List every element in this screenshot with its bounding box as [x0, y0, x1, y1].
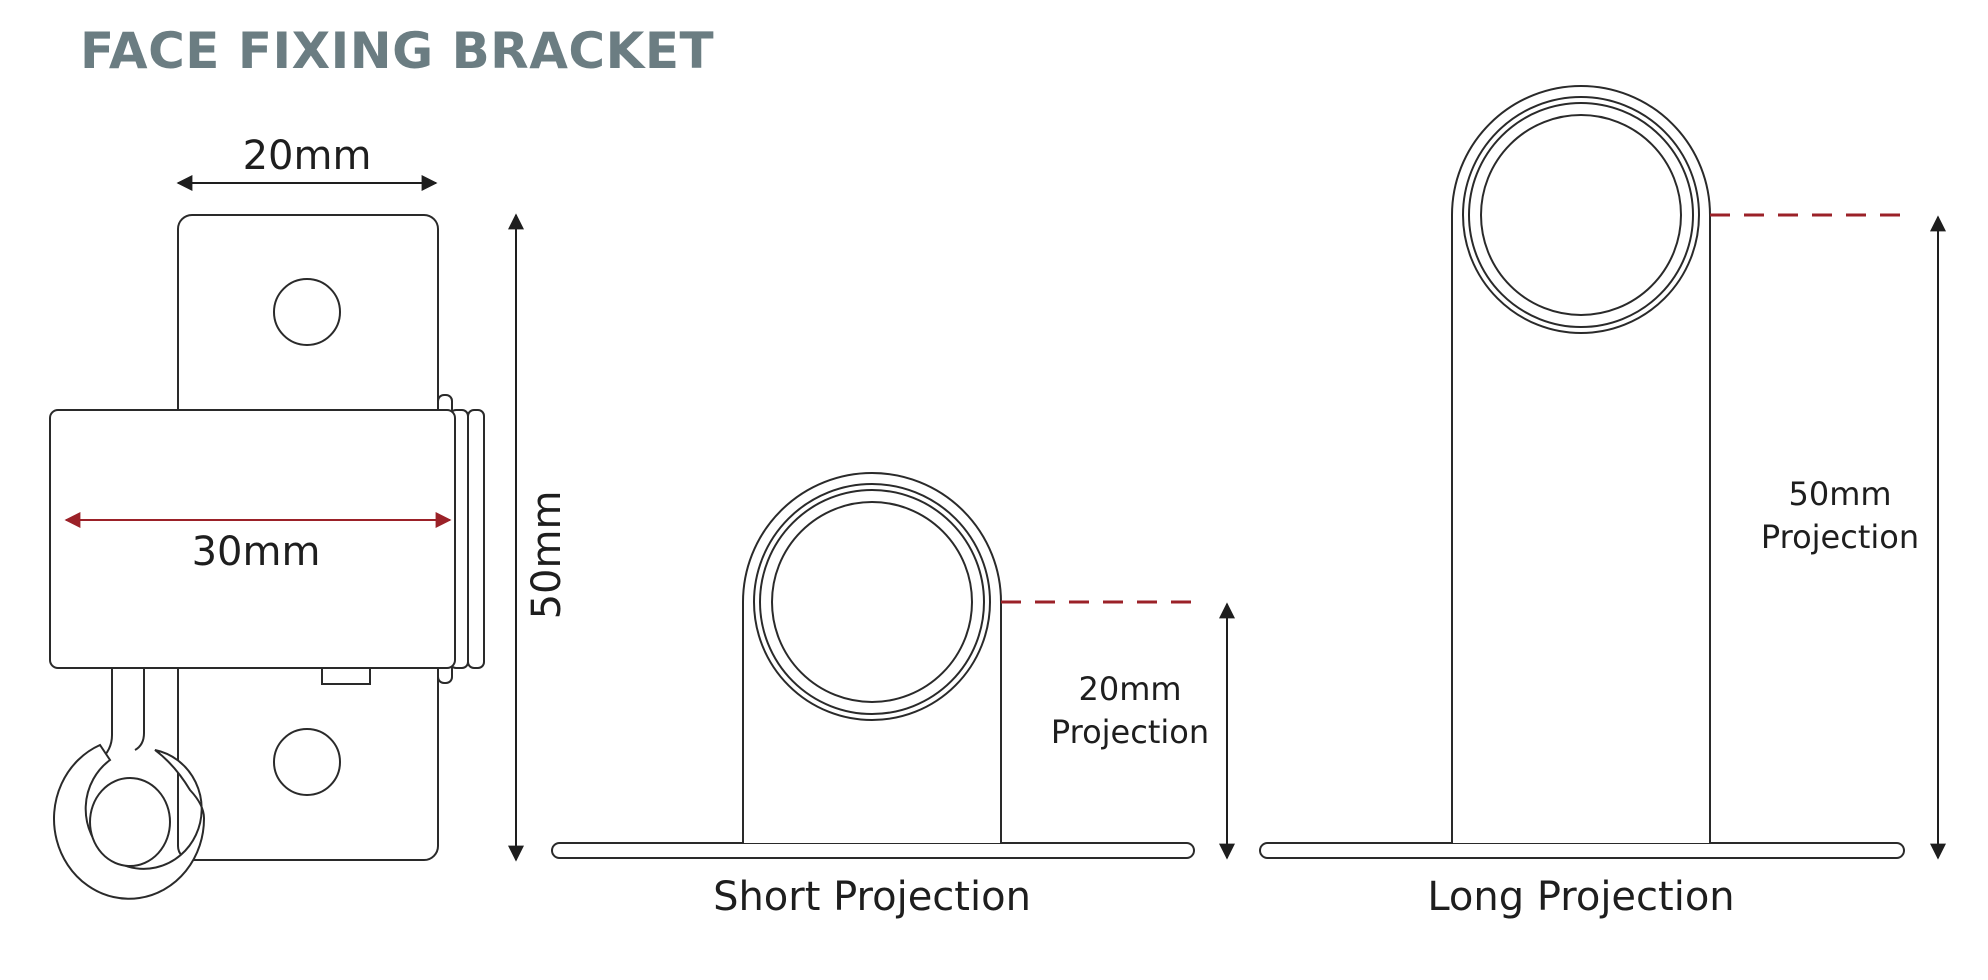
base-plate — [551, 842, 1195, 859]
height-label: 50mm — [524, 491, 570, 620]
page-title: FACE FIXING BRACKET — [80, 22, 715, 80]
width-label: 20mm — [243, 133, 372, 179]
short-projection-caption: Short Projection — [713, 874, 1031, 920]
tube-outer-ring — [1462, 96, 1700, 334]
long-stem — [1451, 85, 1711, 843]
long-projection-value: 50mm — [1788, 475, 1891, 513]
long-projection-word: Projection — [1761, 518, 1919, 556]
tube-outer-ring — [753, 483, 991, 721]
long-projection-caption: Long Projection — [1427, 874, 1734, 920]
side-flange — [467, 409, 485, 669]
inner-label: 30mm — [192, 529, 321, 575]
short-stem — [742, 472, 1002, 843]
short-projection-word: Projection — [1051, 713, 1209, 751]
bottom-tab — [321, 667, 371, 685]
rail-block — [49, 409, 456, 669]
short-projection-view: 20mm Projection Short Projection — [551, 472, 1235, 920]
screw-hole-top — [273, 278, 341, 346]
screw-hole-bottom — [273, 728, 341, 796]
tube-middle-ring — [759, 489, 985, 715]
tube-inner-ring — [771, 501, 973, 703]
base-plate — [1259, 842, 1905, 859]
tube-inner-ring — [1480, 114, 1682, 316]
eye-hook — [53, 665, 206, 900]
tube-middle-ring — [1468, 102, 1694, 328]
short-projection-value: 20mm — [1078, 670, 1181, 708]
front-view: 20mm 30mm 50mm — [49, 133, 570, 900]
long-projection-view: 50mm Projection Long Projection — [1259, 85, 1946, 920]
hook-eye — [89, 777, 171, 867]
